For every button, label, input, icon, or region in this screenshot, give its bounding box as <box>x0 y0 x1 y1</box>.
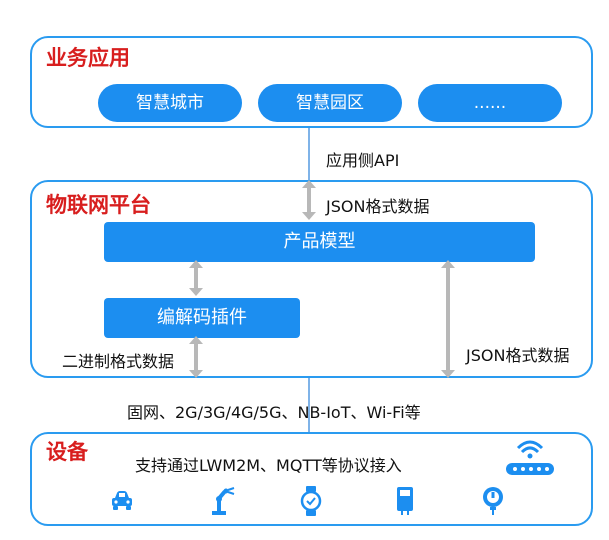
product-model-block[interactable]: 产品模型 <box>104 222 535 262</box>
binary-format-label: 二进制格式数据 <box>62 352 175 371</box>
arrow-codec-to-device <box>189 336 203 378</box>
platform-layer-title: 物联网平台 <box>46 193 151 217</box>
network-connector-line <box>308 378 310 432</box>
device-layer: 设备 支持通过LWM2M、MQTT等协议接入 <box>30 432 593 526</box>
api-connector-line <box>308 128 310 180</box>
device-layer-title: 设备 <box>46 440 88 464</box>
api-label: 应用侧API <box>326 151 400 170</box>
arrow-model-to-codec <box>189 260 203 296</box>
car-icon <box>112 491 132 510</box>
app-more[interactable]: ...... <box>418 84 562 122</box>
network-label: 固网、2G/3G/4G/5G、NB-IoT、Wi-Fi等 <box>127 403 421 422</box>
platform-layer: 物联网平台 产品模型 编解码插件 二进制格式数据 JSON格式数据 <box>30 180 593 378</box>
arrow-business-to-model <box>302 180 316 220</box>
business-layer-title: 业务应用 <box>46 46 130 70</box>
codec-plugin-block[interactable]: 编解码插件 <box>104 298 300 338</box>
meter-icon <box>397 487 413 515</box>
arrow-model-to-device <box>441 260 455 378</box>
protocol-label: 支持通过LWM2M、MQTT等协议接入 <box>135 456 402 475</box>
business-layer: 业务应用 智慧城市 智慧园区 ...... <box>30 36 593 128</box>
gauge-icon <box>483 487 503 515</box>
robot-arm-icon <box>212 487 235 515</box>
router-icon <box>506 440 554 475</box>
json-format-label-top: JSON格式数据 <box>326 197 430 216</box>
app-smart-park[interactable]: 智慧园区 <box>258 84 402 122</box>
smartwatch-icon <box>300 486 322 516</box>
json-format-label-right: JSON格式数据 <box>466 346 570 365</box>
app-smart-city[interactable]: 智慧城市 <box>98 84 242 122</box>
